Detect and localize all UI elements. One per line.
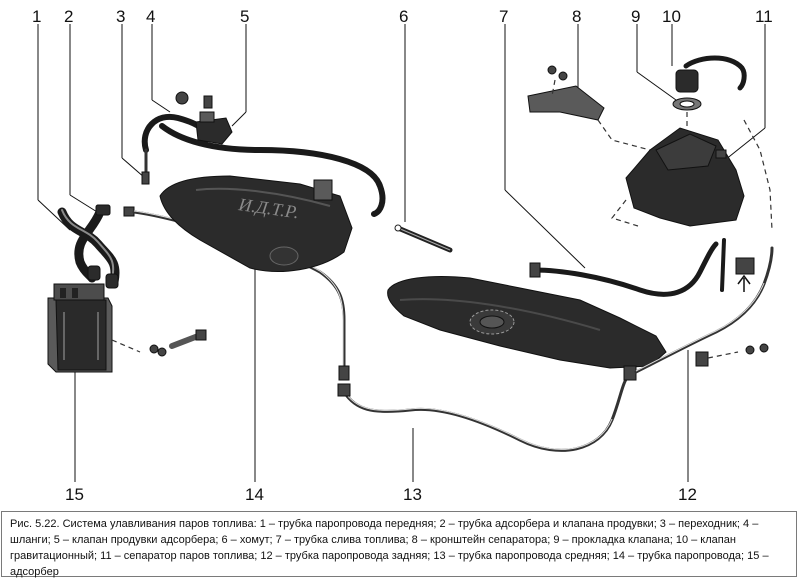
callout-10: 10: [662, 7, 681, 26]
gravity-valve: [672, 55, 747, 128]
callout-2: 2: [64, 7, 73, 26]
fuel-tank-upper: И.Д.Т.Р.: [159, 175, 353, 272]
clamp: [394, 224, 453, 253]
leader-lines: [37, 24, 766, 482]
separator-bracket: [527, 65, 651, 151]
callout-5: 5: [240, 7, 249, 26]
callout-numbers: 1 2 3 4 5 6 7 8 9 10 11 12 13 14 15: [32, 7, 773, 504]
callout-13: 13: [403, 485, 422, 504]
callout-9: 9: [631, 7, 640, 26]
vapor-tube-12: [634, 246, 774, 374]
figure-caption: Рис. 5.22. Система улавливания паров топ…: [10, 518, 769, 578]
callout-15: 15: [65, 485, 84, 504]
callout-14: 14: [245, 485, 264, 504]
caption-box: Рис. 5.22. Система улавливания паров топ…: [1, 511, 797, 578]
callout-7: 7: [499, 7, 508, 26]
callout-6: 6: [399, 7, 408, 26]
front-hoses: [57, 204, 135, 289]
exploded-diagram: 1 2 3 4 5 6 7 8 9 10 11 12 13 14 15: [32, 7, 774, 504]
callout-11: 11: [755, 7, 773, 26]
adsorber-canister: [47, 283, 207, 373]
purge-valve-assembly: [141, 91, 386, 217]
callout-1: 1: [32, 7, 41, 26]
vapor-tube-13: [337, 365, 637, 452]
callout-4: 4: [146, 7, 155, 26]
callout-8: 8: [572, 7, 581, 26]
vapor-separator: [610, 119, 773, 292]
drain-tube: [529, 241, 719, 297]
callout-3: 3: [116, 7, 125, 26]
callout-12: 12: [678, 485, 697, 504]
fuel-tank-lower: [387, 276, 667, 369]
